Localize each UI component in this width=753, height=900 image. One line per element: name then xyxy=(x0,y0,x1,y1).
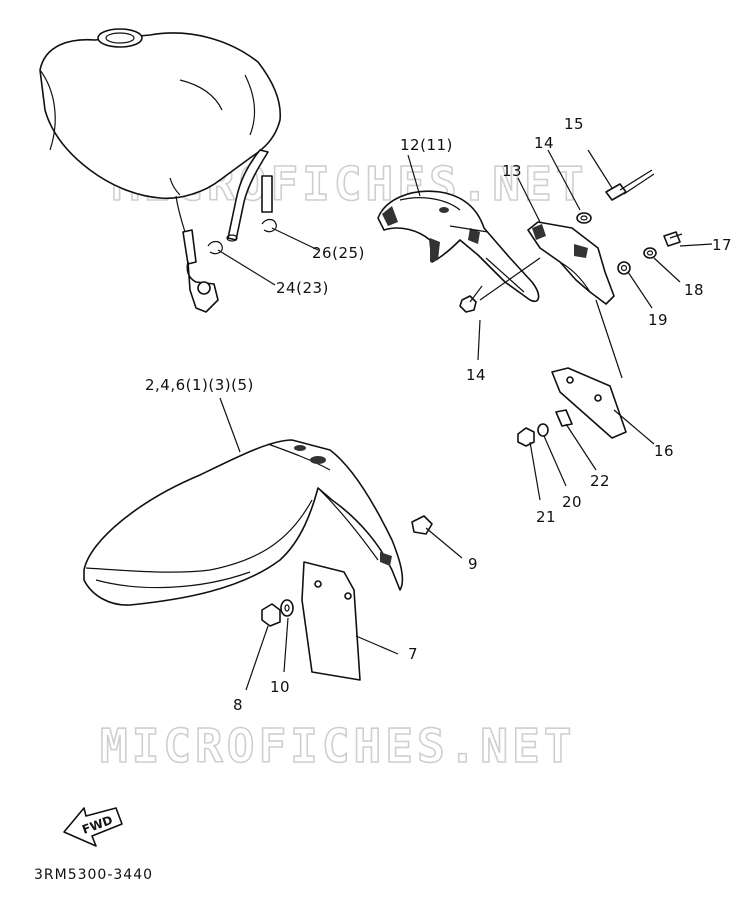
washer-10 xyxy=(280,599,294,617)
fuel-tank xyxy=(39,28,282,200)
rear-bracket xyxy=(527,221,615,305)
watermark-bottom: MICROFICHES.NET xyxy=(100,719,575,773)
callout-7: 7 xyxy=(408,645,418,663)
front-fender xyxy=(83,397,404,606)
callout-22: 22 xyxy=(590,472,610,490)
spacer-22 xyxy=(555,409,573,427)
washer-18 xyxy=(643,247,657,259)
callout-26-25: 26(25) xyxy=(312,244,365,262)
nut-21 xyxy=(517,427,535,447)
callout-21: 21 xyxy=(536,508,556,526)
washer-19 xyxy=(617,261,631,275)
callout-24-23: 24(23) xyxy=(276,279,329,297)
bolt-17 xyxy=(663,231,683,247)
callout-14-low: 14 xyxy=(466,366,486,384)
callout-9: 9 xyxy=(468,555,478,573)
callout-15: 15 xyxy=(564,115,584,133)
callout-2-4-6: 2,4,6(1)(3)(5) xyxy=(145,376,254,394)
fwd-arrow-icon: FWD xyxy=(63,807,123,847)
callout-18: 18 xyxy=(684,281,704,299)
hose-clip-26 xyxy=(261,218,277,233)
nut-8 xyxy=(261,603,281,627)
callout-8: 8 xyxy=(233,696,243,714)
callout-14-top: 14 xyxy=(534,134,554,152)
callout-19: 19 xyxy=(648,311,668,329)
washer-20 xyxy=(537,423,549,437)
callout-16: 16 xyxy=(654,442,674,460)
callout-12-11: 12(11) xyxy=(400,136,453,154)
fuel-cock xyxy=(175,195,219,313)
callout-10: 10 xyxy=(270,678,290,696)
bolt-15 xyxy=(605,169,655,201)
rear-fender xyxy=(377,190,540,302)
callout-20: 20 xyxy=(562,493,582,511)
washer-14-top xyxy=(576,212,592,224)
fuel-hose xyxy=(226,149,273,242)
callout-13: 13 xyxy=(502,162,522,180)
diagram-code: 3RM5300-3440 xyxy=(34,867,153,883)
callout-17: 17 xyxy=(712,236,732,254)
reflector-plate xyxy=(551,299,655,445)
nut-14-low xyxy=(459,295,477,313)
mud-flap xyxy=(301,561,399,681)
hose-clip-24 xyxy=(207,240,223,255)
bolt-9 xyxy=(411,515,463,559)
